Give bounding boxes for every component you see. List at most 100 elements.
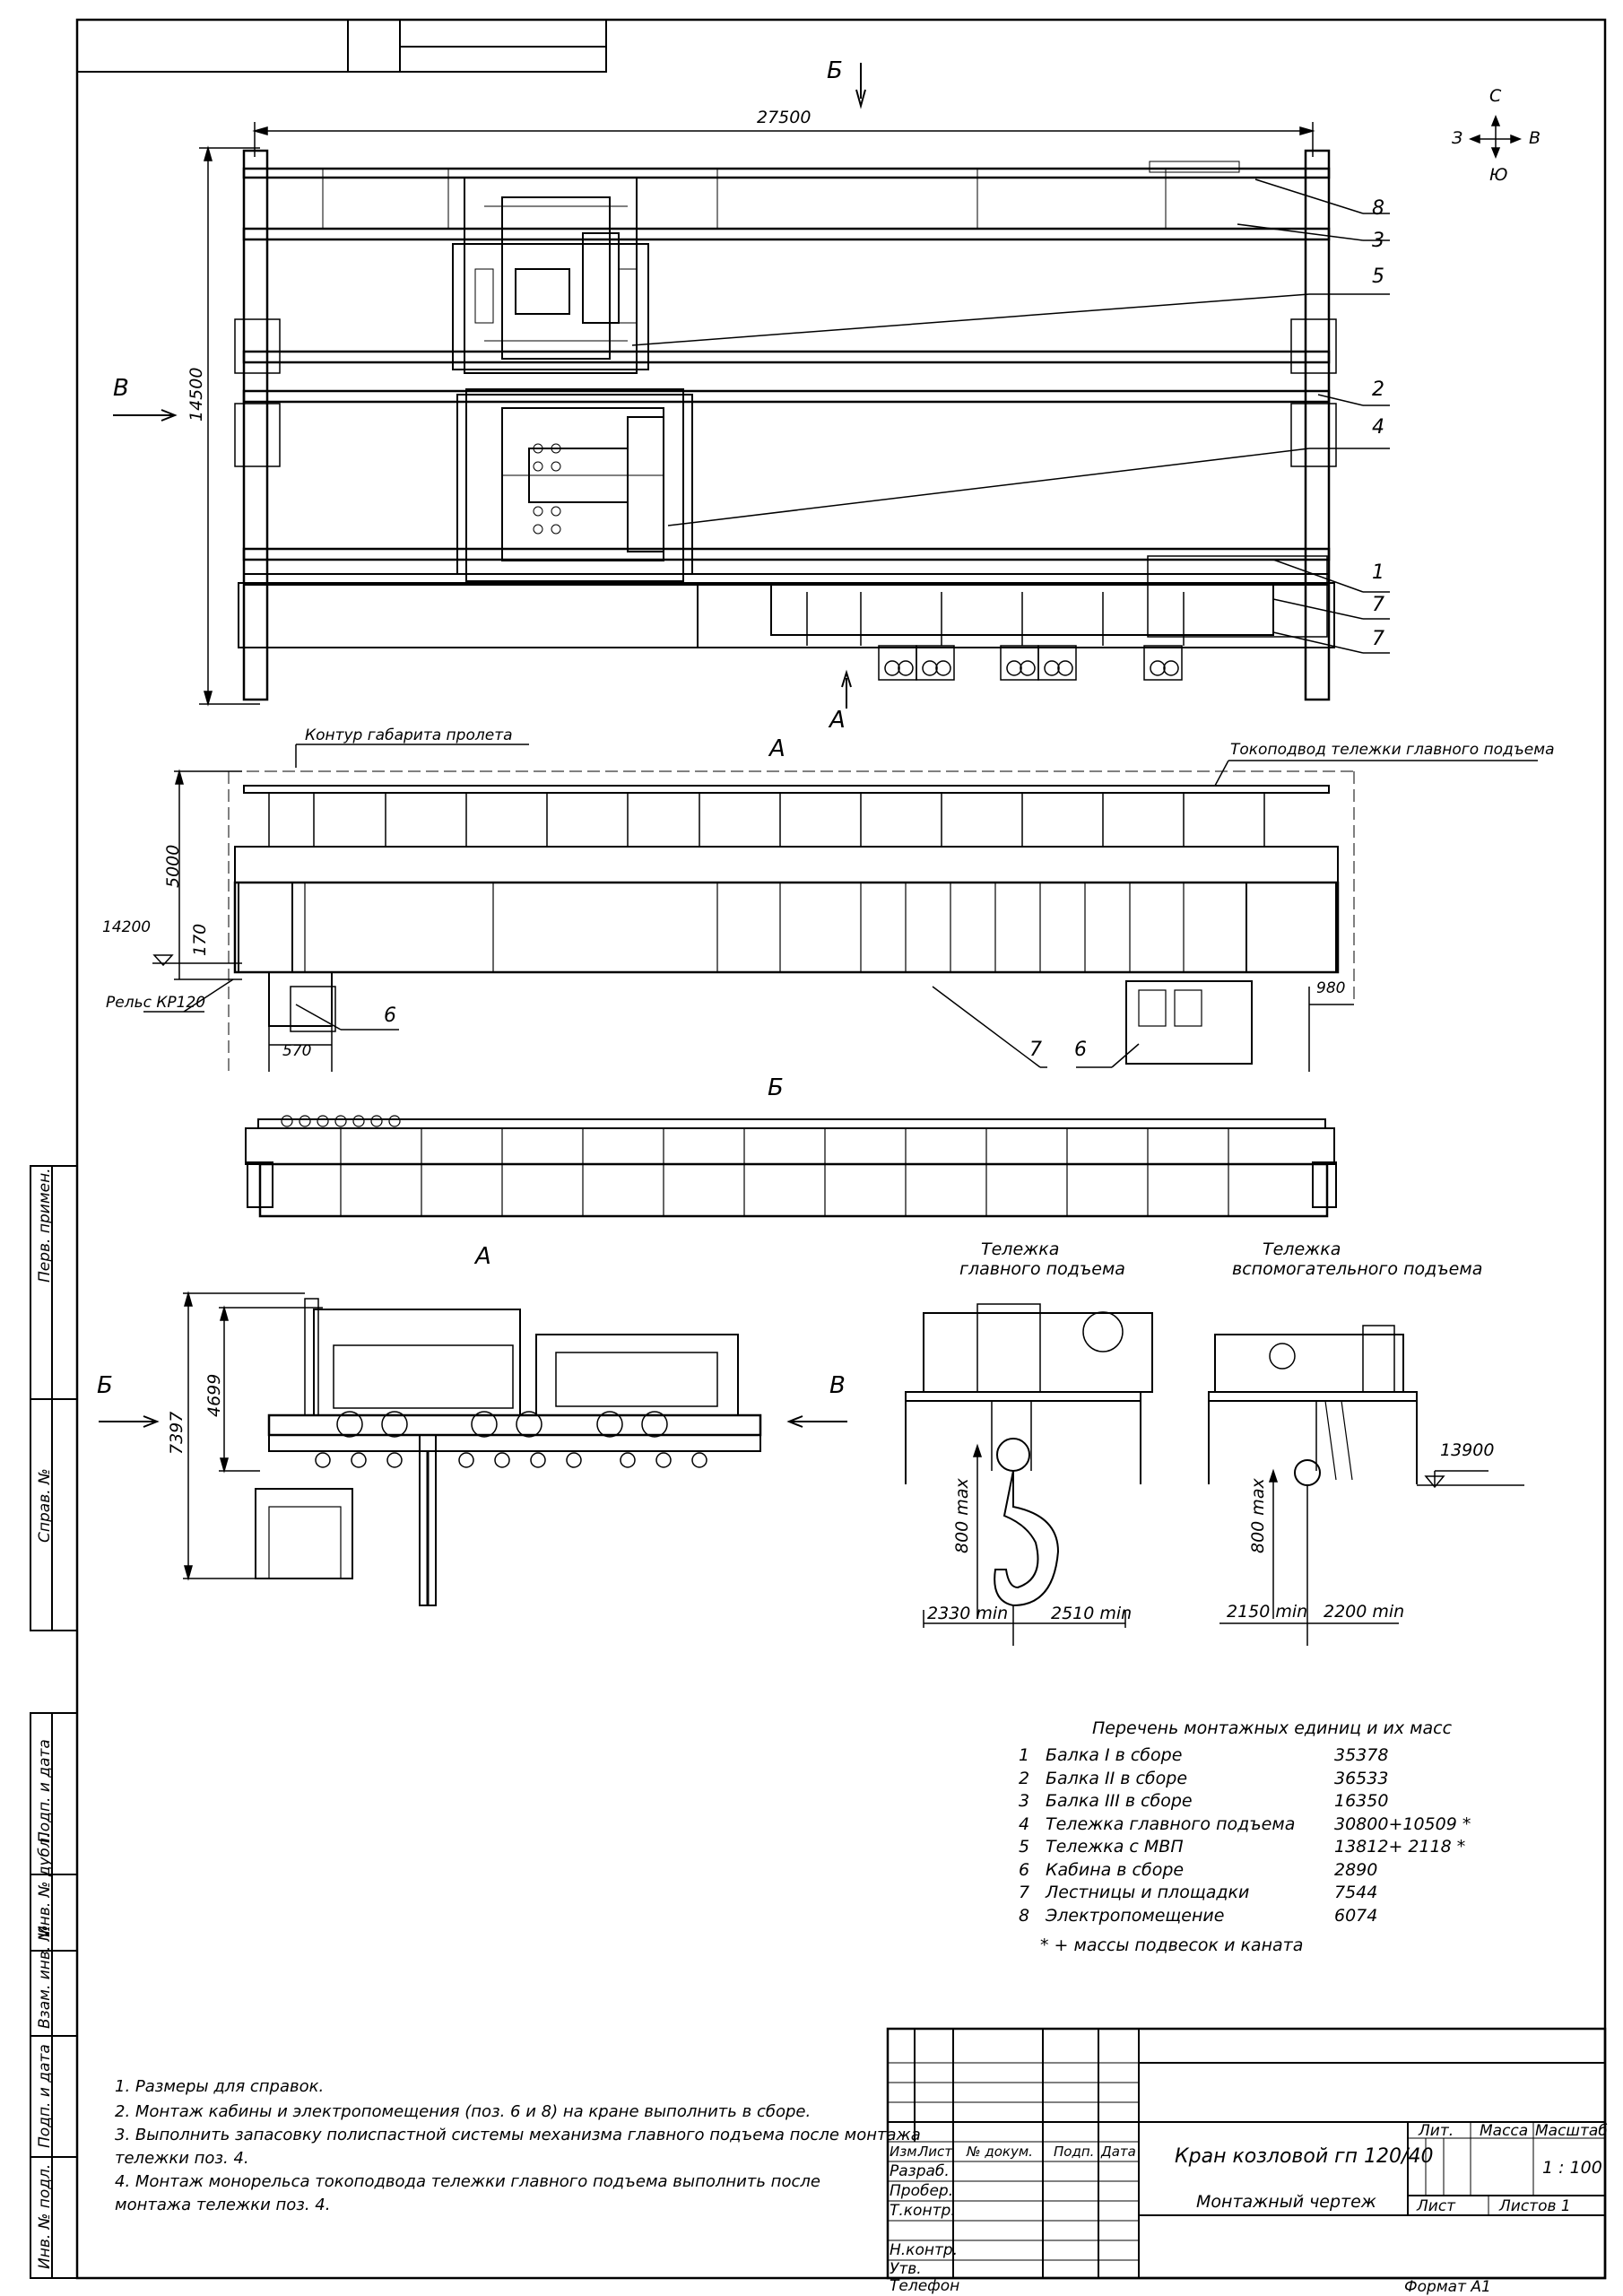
note-line: 1. Размеры для справок. [115,2077,325,2096]
stamp-header-scale: Масштаб [1535,2122,1608,2140]
dim-hook-depth-1: 800 max [952,1478,972,1553]
side-label-dubl: Инв. № дубл. [36,1832,54,1937]
pos-7a: 7 [1372,594,1384,616]
stamp-role-phone: Телефон [890,2277,960,2295]
parts-name: Балка I в сборе [1046,1745,1183,1765]
trolley-main-title-1: Тележка [981,1239,1060,1259]
stamp-col-list: Лист [918,2144,953,2160]
dim-rail-gap: 170 [190,923,210,956]
parts-mass: 35378 [1334,1745,1389,1765]
view-label-a-side: А [475,1243,491,1270]
parts-no: 2 [1019,1768,1030,1788]
parts-name: Балка III в сборе [1046,1791,1193,1811]
pos-6a: 6 [384,1004,396,1027]
parts-name: Кабина в сборе [1046,1859,1185,1880]
stamp-role-tkontr: Т.контр. [890,2202,956,2220]
dim-width: 14500 [187,367,206,422]
parts-mass: 6074 [1334,1905,1378,1926]
dim-height: 5000 [163,844,183,888]
pos-5: 5 [1372,265,1384,288]
drawing-title: Кран козловой гп 120/40 [1175,2145,1434,2168]
format-label: Формат А1 [1404,2278,1491,2296]
parts-no: 3 [1019,1791,1030,1811]
side-view-a [99,1291,847,1606]
dim-hook2-left: 2150 min [1227,1602,1308,1622]
stamp-header-lit: Лит. [1419,2122,1454,2140]
trolley-main-view [905,1303,1153,1646]
pos-4: 4 [1372,416,1384,439]
parts-name: Лестницы и площадки [1046,1883,1250,1902]
note-line: 4. Монтаж монорельса токоподвода тележки… [115,2172,820,2191]
dim-right-offset: 980 [1316,979,1346,997]
parts-no: 5 [1019,1837,1030,1857]
dim-span: 27500 [757,108,812,127]
title-block[interactable] [886,2027,1607,2280]
parts-row: 4 Тележка главного подъема 30800+10509 * [1019,1814,1485,1836]
parts-no: 8 [1019,1905,1030,1926]
side-label-perv: Перв. примен. [36,1168,54,1283]
parts-mass: 2890 [1334,1859,1378,1880]
parts-no: 1 [1019,1745,1030,1765]
side-label-sprav: Справ. № [36,1468,54,1543]
trolley-aux-title-1: Тележка [1263,1239,1341,1259]
stamp-col-doc: № докум. [967,2144,1033,2160]
stamp-col-sign: Подп. [1054,2144,1095,2160]
sheet-label: Лист [1417,2197,1456,2215]
view-label-b-side: Б [97,1372,113,1399]
callout-contour: Контур габарита пролета [305,726,513,744]
callout-current-lead: Токоподвод тележки главного подъема [1230,741,1555,759]
parts-mass: 7544 [1334,1883,1378,1902]
note-line: тележки поз. 4. [115,2149,249,2168]
view-label-a-front: А [769,735,785,762]
dim-side-total: 7397 [167,1411,187,1455]
pos-6b: 6 [1074,1039,1087,1061]
trolley-aux-view [1208,1325,1524,1646]
side-label-podp2: Подп. и дата [36,2044,54,2148]
parts-name: Тележка с МВП [1046,1837,1184,1857]
parts-name: Балка II в сборе [1046,1768,1188,1788]
compass-w: З [1452,128,1463,148]
view-label-b-top: Б [827,57,843,84]
parts-name: Тележка главного подъема [1046,1813,1296,1834]
plan-view [113,63,1523,709]
pos-7b: 7 [1372,628,1384,650]
dim-side-height: 4699 [204,1373,224,1417]
side-stamp [30,1165,78,2279]
stamp-role-prover: Пробер. [890,2182,954,2200]
parts-footnote: * + массы подвесок и каната [1040,1935,1304,1955]
parts-no: 4 [1019,1813,1030,1834]
view-label-v-left: В [113,375,129,402]
trolley-aux-title-2: вспомогательного подъема [1232,1259,1483,1279]
parts-mass: 36533 [1334,1768,1389,1788]
drawing-subtitle: Монтажный чертеж [1196,2192,1376,2212]
parts-title: Перечень монтажных единиц и их масс [1092,1718,1453,1738]
compass-n: С [1489,86,1502,106]
note-line: 3. Выполнить запасовку полиспастной сист… [115,2126,921,2144]
sheets-label: Листов 1 [1499,2197,1571,2215]
dim-hook-depth-2: 800 max [1248,1478,1268,1553]
stamp-col-date: Дата [1101,2144,1136,2160]
view-label-v-side: В [829,1372,846,1399]
pos-7c: 7 [1029,1039,1042,1061]
parts-row: 7 Лестницы и площадки 7544 [1019,1883,1485,1904]
pos-8: 8 [1372,197,1384,220]
dim-hook1-left: 2330 min [927,1604,1009,1623]
outer-frame [75,18,1607,2280]
front-view-b [245,1115,1337,1218]
compass-e: В [1529,128,1541,148]
stamp-header-mass: Масса [1480,2122,1529,2140]
stamp-role-nkontr: Н.контр. [890,2241,959,2259]
parts-row: 8 Электропомещение 6074 [1019,1906,1485,1927]
note-line: 2. Монтаж кабины и электропомещения (поз… [115,2102,812,2121]
dim-rail-level: 14200 [102,918,152,936]
side-label-vzam: Взам. инв. № [36,1925,54,2029]
parts-name: Электропомещение [1046,1905,1225,1926]
pos-1: 1 [1372,561,1384,584]
parts-mass: 30800+10509 * [1334,1813,1471,1834]
stamp-role-utv: Утв. [890,2260,922,2278]
parts-no: 7 [1019,1883,1030,1902]
view-label-a-bottom: А [829,707,846,734]
stamp-col-izm: Изм. [890,2144,922,2160]
callout-rail: Рельс КР120 [106,994,206,1012]
